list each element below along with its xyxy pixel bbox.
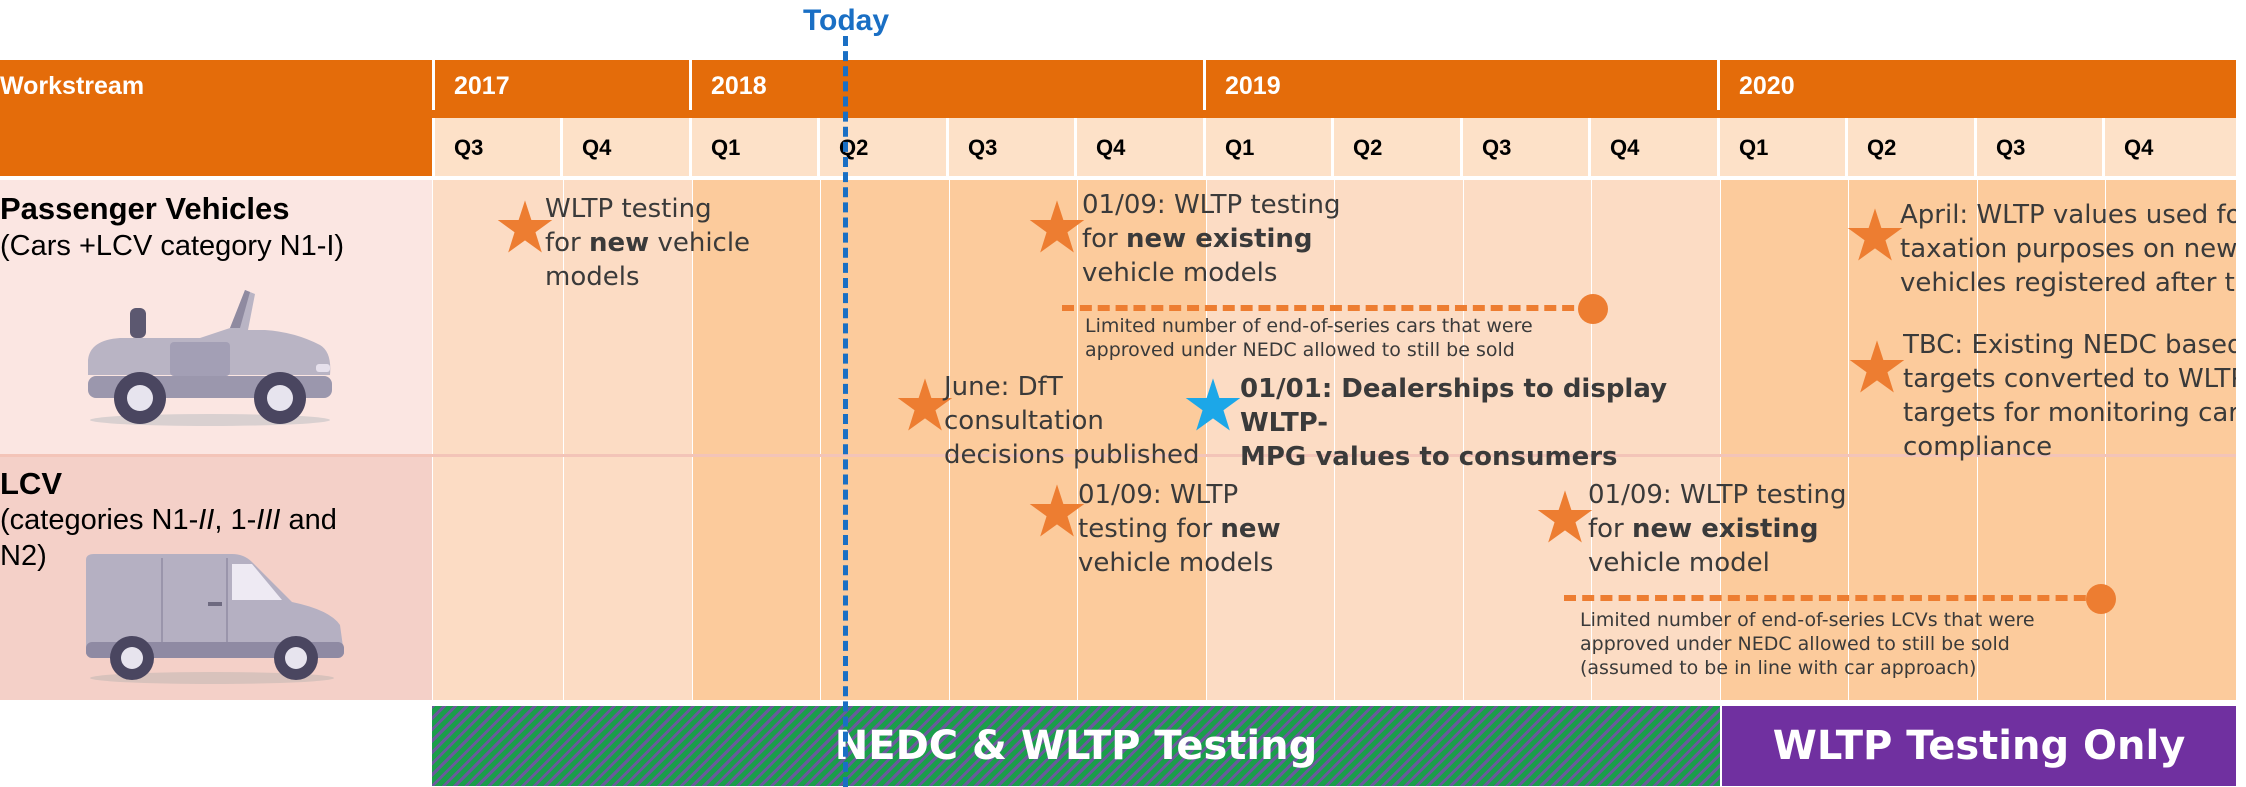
col-2020-q4 [2105, 180, 2236, 700]
lcv-title: LCV [0, 466, 62, 501]
quarter-2020-q4: Q4 [2105, 118, 2236, 176]
lcv-row-label: LCV (categories N1-II, 1-III and N2) [0, 466, 380, 574]
pv-transition-line [1062, 305, 1592, 311]
quarter-2019-q1: Q1 [1206, 118, 1331, 176]
col-2019-q1 [1206, 180, 1334, 700]
year-2018: 2018 [692, 60, 1203, 110]
quarter-2017-q4: Q4 [563, 118, 689, 176]
star-icon [1029, 484, 1085, 537]
star-icon [1847, 208, 1903, 261]
row-separator [0, 454, 2236, 457]
col-2020-q3 [1977, 180, 2105, 700]
quarter-2018-q2: Q2 [820, 118, 946, 176]
quarter-2017-q3: Q3 [435, 118, 560, 176]
col-2017-q3 [432, 180, 563, 700]
col-2019-q4 [1591, 180, 1720, 700]
passenger-subtitle: (Cars +LCV category N1-I) [0, 230, 345, 262]
header-divider [432, 110, 2236, 118]
nedc-wltp-band: NEDC & WLTP Testing [432, 706, 1720, 786]
quarter-2018-q4: Q4 [1077, 118, 1203, 176]
quarter-2019-q2: Q2 [1334, 118, 1460, 176]
quarter-2020-q2: Q2 [1848, 118, 1974, 176]
quarter-2018-q3: Q3 [949, 118, 1074, 176]
lcv-transition-line [1564, 595, 2104, 601]
passenger-row-label: Passenger Vehicles (Cars +LCV category N… [0, 190, 432, 264]
quarter-2020-q1: Q1 [1720, 118, 1845, 176]
lcv-subtitle: (categories N1-II, 1-III and N2) [0, 504, 337, 572]
col-2017-q4 [563, 180, 692, 700]
pv-transition-note: Limited number of end-of-series cars tha… [1085, 315, 1533, 361]
nedc-wltp-label: NEDC & WLTP Testing [834, 723, 1318, 769]
quarter-2019-q3: Q3 [1463, 118, 1588, 176]
lcv-transition-note: Limited number of end-of-series LCVs tha… [1580, 609, 2035, 679]
star-icon [1185, 378, 1241, 431]
passenger-row-label-bg [0, 180, 432, 454]
event-lcv-2018: 01/09: WLTP testing for new vehicle mode… [1078, 480, 1281, 578]
event-lcv-2019: 01/09: WLTP testing for new existing veh… [1588, 480, 1847, 578]
event-pv-2018: 01/09: WLTP testing for new existing veh… [1082, 190, 1341, 288]
year-2020: 2020 [1720, 60, 2236, 110]
passenger-title: Passenger Vehicles [0, 191, 290, 226]
header-gap [432, 176, 2236, 180]
star-icon [1029, 200, 1085, 253]
col-2018-q1 [692, 180, 820, 700]
workstream-label: Workstream [0, 72, 145, 100]
star-icon [497, 200, 553, 253]
lcv-transition-end [2086, 584, 2116, 614]
event-june-consultation: June: DfT consultation decisions publish… [944, 372, 1200, 470]
star-icon [897, 378, 953, 431]
col-2020-q2 [1848, 180, 1977, 700]
pv-transition-end [1578, 294, 1608, 324]
quarter-2018-q1: Q1 [692, 118, 817, 176]
col-2018-q3 [949, 180, 1077, 700]
col-2018-q2 [820, 180, 949, 700]
col-2019-q2 [1334, 180, 1463, 700]
year-2019: 2019 [1206, 60, 1717, 110]
wltp-only-band: WLTP Testing Only [1722, 706, 2236, 786]
col-2018-q4 [1077, 180, 1206, 700]
event-dealerships: 01/01: Dealerships to display WLTP- MPG … [1240, 374, 1668, 472]
event-pv-2017: WLTP testing for new vehicle models [545, 194, 751, 292]
today-marker-line [843, 36, 848, 787]
workstream-header: Workstream [0, 60, 432, 176]
van-icon [86, 554, 344, 684]
year-2017: 2017 [435, 60, 689, 110]
star-icon [1849, 340, 1905, 393]
quarter-2019-q4: Q4 [1591, 118, 1717, 176]
event-april-taxation: April: WLTP values used fo taxation purp… [1900, 200, 2236, 298]
car-icon [88, 290, 332, 426]
col-2019-q3 [1463, 180, 1591, 700]
wltp-only-label: WLTP Testing Only [1772, 723, 2186, 769]
star-icon [1537, 490, 1593, 543]
quarter-2020-q3: Q3 [1977, 118, 2102, 176]
col-2020-q1 [1720, 180, 1848, 700]
today-label: Today [802, 4, 890, 37]
event-tbc-targets: TBC: Existing NEDC based targets convert… [1903, 330, 2236, 462]
